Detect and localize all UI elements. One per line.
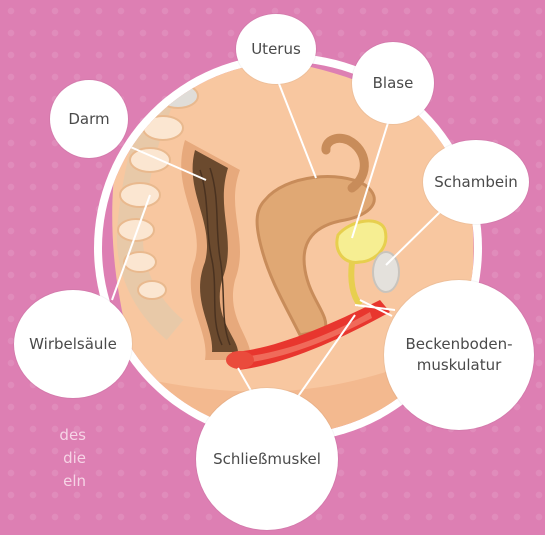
vertebra (118, 219, 154, 241)
label-beckenbodenmuskulatur: Beckenboden- muskulatur (384, 280, 534, 430)
vertebra (130, 148, 170, 172)
label-blase: Blase (352, 42, 434, 124)
pubic-bone (373, 252, 399, 292)
caption-fragment: des die eln (0, 424, 86, 493)
label-wirbelsaeule: Wirbelsäule (14, 290, 132, 398)
sphincter-muscle (226, 351, 254, 369)
label-schliessmuskel: Schließmuskel (196, 388, 338, 530)
label-schambein: Schambein (423, 140, 529, 224)
label-uterus: Uterus (236, 14, 316, 84)
vertebra (138, 281, 166, 299)
label-darm: Darm (50, 80, 128, 158)
vertebra (120, 183, 160, 207)
